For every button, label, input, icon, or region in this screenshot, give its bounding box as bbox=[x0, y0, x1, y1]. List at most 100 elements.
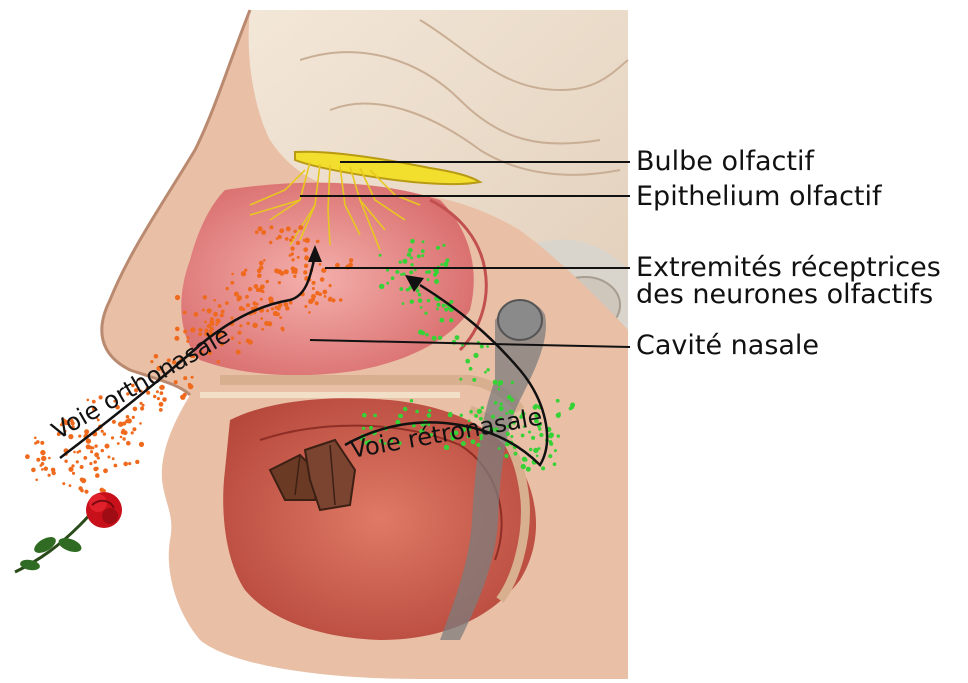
odor-particle bbox=[213, 299, 216, 302]
odor-particle bbox=[500, 402, 503, 405]
odor-particle bbox=[80, 489, 84, 493]
odor-particle bbox=[410, 263, 413, 266]
odor-particle bbox=[417, 254, 421, 258]
odor-particle bbox=[293, 268, 298, 273]
odor-particle bbox=[510, 398, 514, 402]
odor-particle bbox=[418, 298, 423, 303]
odor-particle bbox=[303, 270, 307, 274]
odor-particle bbox=[86, 444, 91, 449]
odor-particle bbox=[76, 460, 79, 463]
odor-particle bbox=[410, 399, 413, 402]
odor-particle bbox=[418, 330, 423, 335]
odor-particle bbox=[263, 259, 266, 262]
odor-particle bbox=[40, 441, 44, 445]
odor-particle bbox=[41, 468, 44, 471]
odor-particle bbox=[258, 226, 263, 231]
odor-particle bbox=[107, 456, 110, 459]
odor-particle bbox=[121, 430, 126, 435]
odor-particle bbox=[402, 259, 407, 264]
odor-particle bbox=[436, 246, 440, 250]
label-bulbe-olfactif: Bulbe olfactif bbox=[636, 147, 814, 177]
odor-particle bbox=[139, 442, 144, 447]
odor-particle bbox=[312, 287, 315, 290]
odor-particle bbox=[427, 299, 430, 302]
odor-particle bbox=[41, 462, 45, 466]
odor-particle bbox=[548, 434, 553, 439]
odor-particle bbox=[403, 407, 407, 411]
odor-particle bbox=[268, 296, 273, 301]
odor-particle bbox=[402, 302, 405, 305]
odor-particle bbox=[101, 449, 104, 452]
odor-particle bbox=[93, 460, 97, 464]
odor-particle bbox=[112, 457, 115, 460]
odor-particle bbox=[498, 447, 501, 450]
odor-particle bbox=[183, 330, 187, 334]
odor-particle bbox=[159, 408, 163, 412]
odor-particle bbox=[202, 309, 205, 312]
odor-particle bbox=[269, 241, 272, 244]
odor-particle bbox=[226, 287, 229, 290]
odor-particle bbox=[308, 311, 311, 314]
odor-particle bbox=[248, 287, 252, 291]
odor-particle bbox=[399, 260, 402, 263]
odor-particle bbox=[142, 404, 145, 407]
odor-particle bbox=[324, 295, 327, 298]
odor-particle bbox=[455, 335, 460, 340]
odor-particle bbox=[72, 472, 75, 475]
odor-particle bbox=[291, 258, 294, 261]
odor-particle bbox=[261, 328, 264, 331]
odor-particle bbox=[52, 471, 56, 475]
odor-particle bbox=[349, 258, 353, 262]
odor-particle bbox=[126, 441, 131, 446]
odor-particle bbox=[225, 301, 229, 305]
odor-particle bbox=[157, 397, 160, 400]
odor-particle bbox=[498, 388, 501, 391]
odor-particle bbox=[329, 284, 332, 287]
odor-particle bbox=[191, 376, 194, 379]
odor-particle bbox=[442, 304, 446, 308]
odor-particle bbox=[284, 302, 289, 307]
odor-particle bbox=[48, 457, 51, 460]
odor-particle bbox=[291, 236, 294, 239]
odor-particle bbox=[484, 371, 487, 374]
odor-particle bbox=[73, 451, 76, 454]
odor-particle bbox=[442, 244, 445, 247]
odor-particle bbox=[203, 295, 207, 299]
odor-particle bbox=[174, 380, 178, 384]
odor-particle bbox=[105, 444, 110, 449]
odor-particle bbox=[276, 306, 281, 311]
odor-particle bbox=[103, 468, 108, 473]
odor-particle bbox=[220, 313, 224, 317]
odor-particle bbox=[409, 270, 413, 274]
odor-particle bbox=[379, 254, 382, 257]
odor-particle bbox=[230, 281, 234, 285]
odor-particle bbox=[557, 434, 560, 437]
odor-particle bbox=[531, 436, 535, 440]
odor-particle bbox=[135, 460, 139, 464]
odor-particle bbox=[260, 298, 263, 301]
odor-particle bbox=[304, 264, 308, 268]
odor-particle bbox=[284, 269, 289, 274]
odor-particle bbox=[541, 466, 545, 470]
label-epithelium-olfactif: Epithelium olfactif bbox=[636, 182, 882, 212]
odor-particle bbox=[160, 391, 164, 395]
odor-particle bbox=[289, 239, 292, 242]
odor-particle bbox=[469, 410, 472, 413]
odor-particle bbox=[269, 225, 273, 229]
odor-particle bbox=[64, 460, 67, 463]
odor-particle bbox=[553, 462, 557, 466]
odor-particle bbox=[204, 321, 207, 324]
odor-particle bbox=[428, 409, 431, 412]
odor-particle bbox=[522, 457, 527, 462]
odor-particle bbox=[459, 378, 462, 381]
odor-particle bbox=[183, 393, 187, 397]
odor-particle bbox=[103, 432, 106, 435]
odor-particle bbox=[486, 368, 489, 371]
label-neurones-olfactifs: des neurones olfactifs bbox=[636, 280, 933, 310]
odor-particle bbox=[128, 462, 131, 465]
odor-particle bbox=[297, 256, 300, 259]
odor-particle bbox=[234, 292, 239, 297]
odor-particle bbox=[207, 308, 212, 313]
odor-particle bbox=[277, 269, 282, 274]
odor-particle bbox=[62, 482, 65, 485]
